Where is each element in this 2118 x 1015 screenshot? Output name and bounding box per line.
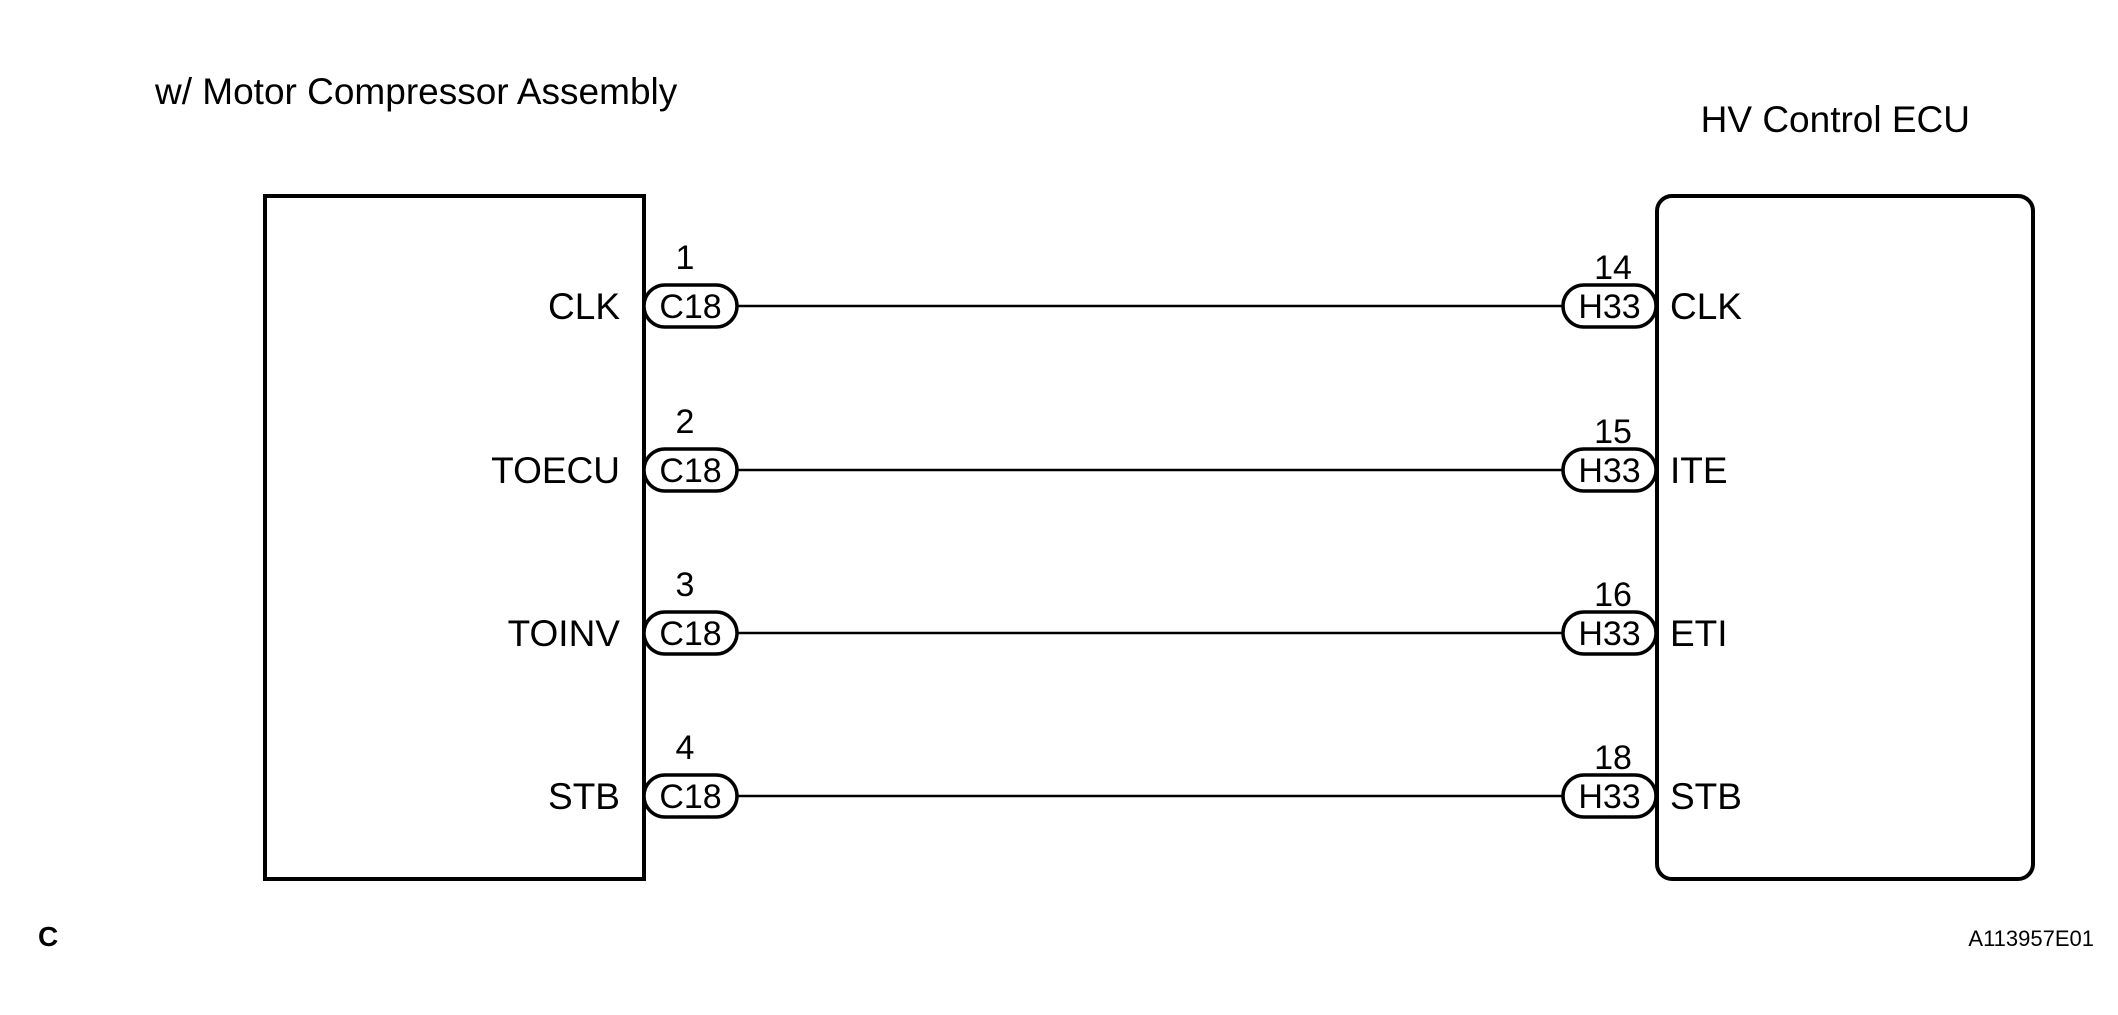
right-pin-number: 18 [1594,739,1632,777]
right-pin-label: STB [1670,776,1742,817]
left-pin-number: 1 [676,239,695,277]
right-connector-code: H33 [1578,452,1640,490]
left-pin-label: STB [548,776,620,817]
left-connector-pill [642,283,739,329]
left-connector-code: C18 [659,778,721,816]
left-connector-pill [642,773,739,819]
right-connector-pill [1561,447,1658,493]
right-pin-label: CLK [1670,286,1742,327]
left-connector-pill [642,610,739,656]
right-pin-number: 14 [1594,249,1632,287]
left-pin-number: 3 [676,566,695,604]
left-connector-code: C18 [659,615,721,653]
left-pin-number: 4 [676,729,695,767]
left-pin-label: TOINV [508,613,621,654]
left-pin-label: CLK [548,286,620,327]
left-connector-code: C18 [659,452,721,490]
right-connector-pill [1561,283,1658,329]
left-component-title: w/ Motor Compressor Assembly [154,71,678,112]
figure-id: A113957E01 [1968,926,2094,951]
right-connector-pill [1561,773,1658,819]
left-pin-label: TOECU [491,450,620,491]
left-pin-number: 2 [676,403,695,441]
right-connector-code: H33 [1578,778,1640,816]
right-pin-label: ITE [1670,450,1728,491]
left-connector-code: C18 [659,288,721,326]
right-connector-code: H33 [1578,288,1640,326]
motor-compressor-box [263,194,646,881]
hv-control-ecu-box [1655,194,2035,881]
right-pin-label: ETI [1670,613,1728,654]
right-pin-number: 15 [1594,413,1632,451]
right-connector-pill [1561,610,1658,656]
footer-left-mark: C [38,921,58,952]
right-pin-number: 16 [1594,576,1632,614]
left-connector-pill [642,447,739,493]
right-connector-code: H33 [1578,615,1640,653]
right-component-title: HV Control ECU [1701,99,1970,140]
